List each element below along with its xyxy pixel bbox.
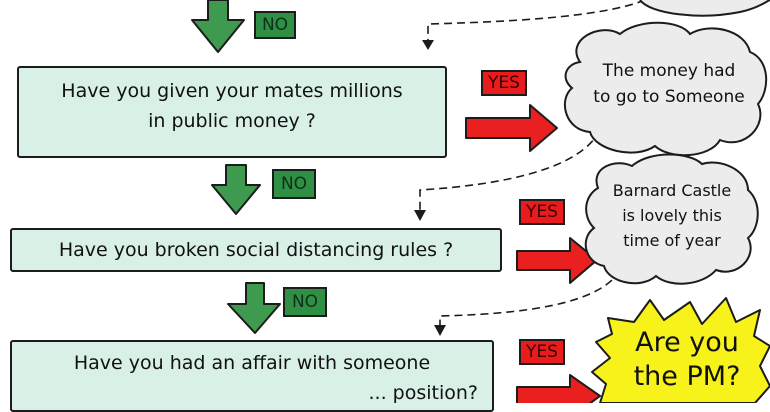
dashed-connector-3 [439,269,621,328]
connector-arrowhead-2 [414,210,426,221]
question-box-affair: Have you had an affair with someone ... … [10,340,494,412]
no-label-1: NO [254,11,296,39]
response-cloud-partial [639,0,770,17]
green-down-arrow-3 [227,282,281,334]
green-down-arrow-2 [211,164,261,215]
response-1-line-1: The money had [602,61,736,81]
red-right-arrow-1 [465,104,558,152]
no-label-2: NO [272,169,316,199]
red-right-arrow-3 [516,374,601,403]
response-1-line-2: to go to Someone [593,87,745,107]
question-box-social-distancing: Have you broken social distancing rules … [10,228,502,272]
green-down-arrow-1 [191,0,245,53]
flowchart-canvas [191,0,770,403]
question-1-line-1: Have you given your mates millions [61,80,403,102]
response-cloud-2 [584,153,759,285]
yes-label-1: YES [481,70,527,96]
question-3-line-1: Have you had an affair with someone [73,352,431,374]
question-box-mates-millions: Have you given your mates millions in pu… [17,66,447,158]
red-right-arrow-2 [516,237,598,284]
response-2-line-2: is lovely this [622,206,722,225]
no-label-3: NO [283,287,327,317]
yes-label-3: YES [519,339,565,365]
dashed-connector-1 [427,0,646,44]
final-question-text: Are you the PM? [612,326,762,394]
connector-arrowhead-1 [422,40,434,50]
yes-label-2: YES [519,199,565,225]
question-3-line-2: ... position? [368,382,478,404]
final-line-1: Are you [635,327,739,358]
connector-arrowhead-3 [434,325,446,336]
response-2-line-3: time of year [623,231,721,250]
pm-burst [591,297,770,403]
dashed-connector-2 [419,129,601,214]
question-2-line-1: Have you broken social distancing rules … [58,239,454,261]
question-1-line-2: in public money ? [148,110,316,132]
response-2-text: Barnard Castle is lovely this time of ye… [596,178,748,253]
response-2-line-1: Barnard Castle [612,181,732,200]
response-cloud-1 [563,21,768,157]
response-1-text: The money had to go to Someone [572,58,766,110]
final-line-2: the PM? [633,361,741,392]
